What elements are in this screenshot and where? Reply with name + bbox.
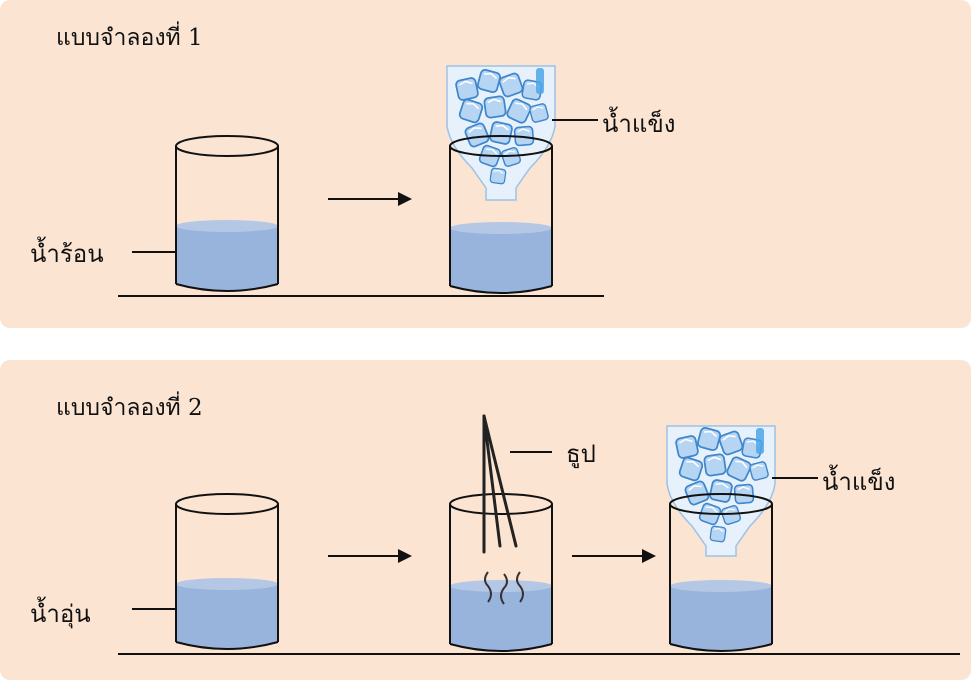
arrow-2 <box>328 549 412 563</box>
beaker-with-ice-1 <box>446 65 556 294</box>
warm-water-label: น้ำอุ่น <box>30 600 91 628</box>
beaker-with-ice-2 <box>666 425 776 652</box>
smoke-wisps <box>484 571 524 605</box>
model-2-title: แบบจำลองที่ 2 <box>56 395 203 421</box>
beaker-warm-water <box>175 493 279 650</box>
beaker-with-incense <box>449 414 553 652</box>
arrow-1 <box>328 192 412 206</box>
model-1-title: แบบจำลองที่ 1 <box>56 25 203 51</box>
beaker-hot-water <box>175 135 279 292</box>
incense-sticks <box>482 414 518 554</box>
incense-label: ธูป <box>566 440 596 468</box>
ice-label-2: น้ำแข็ง <box>822 468 896 496</box>
ice-label-1: น้ำแข็ง <box>602 110 676 138</box>
hot-water-label: น้ำร้อน <box>30 240 104 268</box>
arrow-3 <box>572 549 656 563</box>
